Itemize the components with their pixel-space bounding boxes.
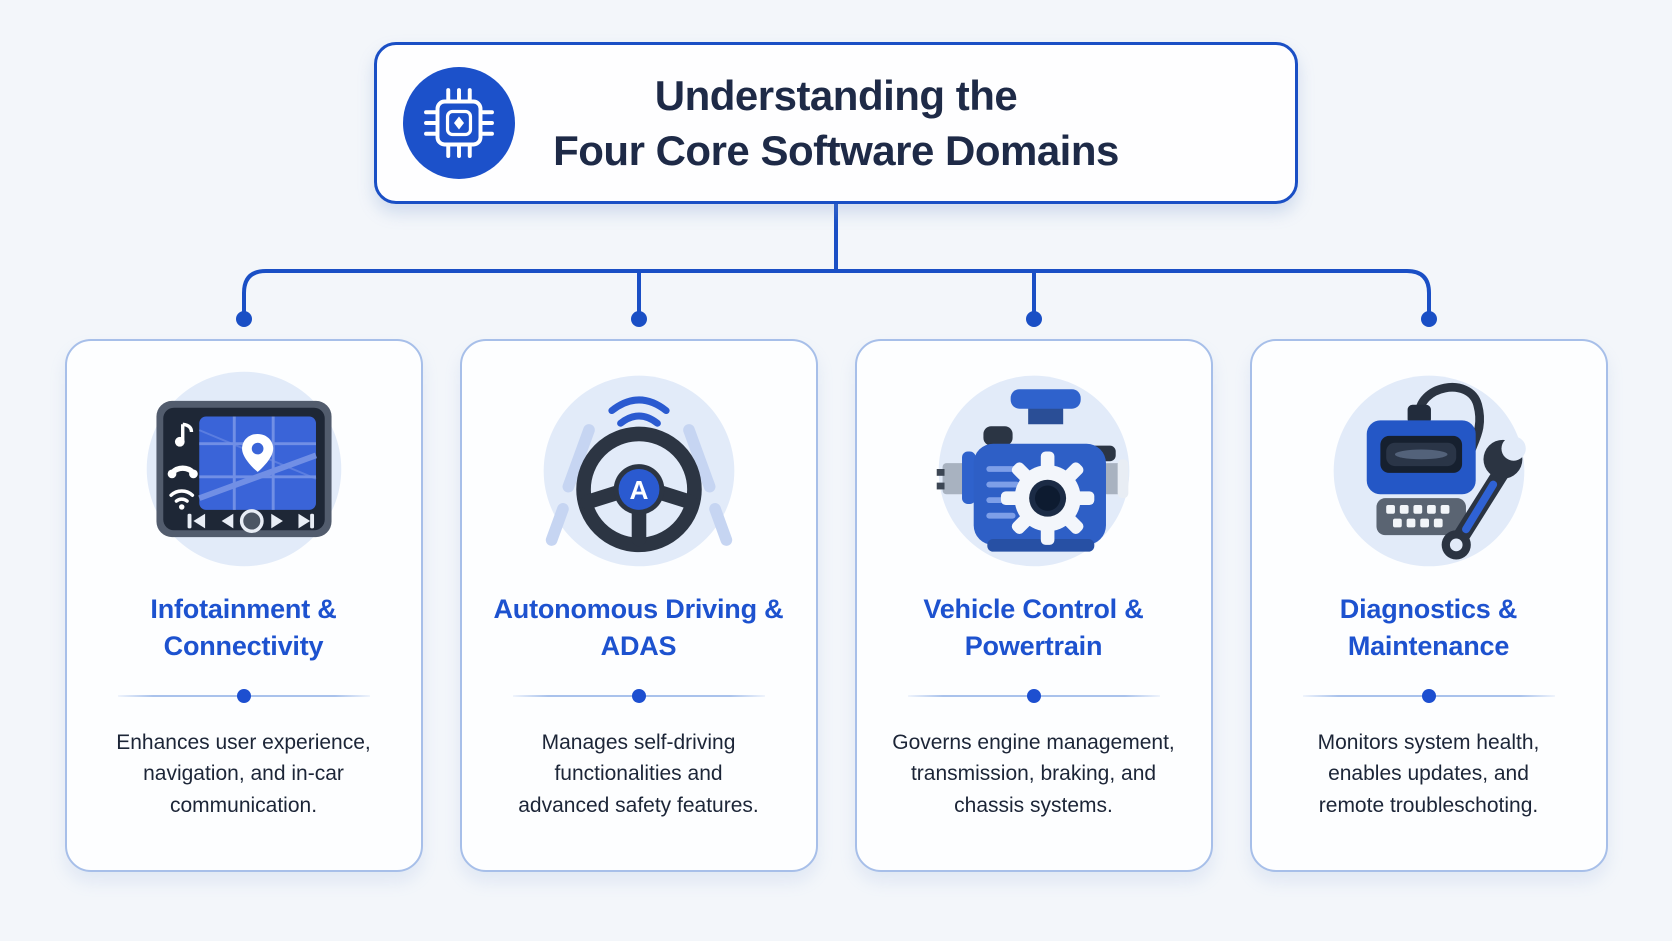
- domain-card-infotainment: Infotainment & Connectivity Enhances use…: [64, 339, 423, 872]
- card-divider: [512, 689, 765, 703]
- chip-icon: [424, 88, 494, 158]
- connector-node-dot: [1026, 311, 1042, 327]
- header-card: Understanding the Four Core Software Dom…: [374, 42, 1298, 204]
- phone-icon: [167, 465, 198, 479]
- cards-row: Infotainment & Connectivity Enhances use…: [64, 339, 1608, 872]
- wifi-icon: [168, 489, 194, 510]
- domain-card-autonomous-driving: A Autonomous Driving & ADAS Manages self…: [459, 339, 818, 872]
- chip-core-glyph: [453, 116, 465, 130]
- connector-tree: [236, 204, 1437, 327]
- card-title: Infotainment & Connectivity: [150, 594, 337, 662]
- card-divider-dot: [631, 689, 646, 703]
- card-description: Governs engine management, transmission,…: [892, 730, 1175, 817]
- road-lanes: [545, 424, 732, 546]
- steering-wheel-adas-icon: A: [543, 375, 734, 567]
- domain-card-vehicle-control: Vehicle Control & Powertrain Governs eng…: [854, 339, 1213, 872]
- infotainment-head-unit-icon: [146, 371, 341, 567]
- card-title: Vehicle Control & Powertrain: [923, 594, 1144, 662]
- card-title: Diagnostics & Maintenance: [1339, 594, 1518, 662]
- card-icon-area: [1272, 355, 1586, 583]
- card-title: Autonomous Driving & ADAS: [493, 594, 784, 662]
- wrench-icon: [1441, 436, 1526, 560]
- page-title: Understanding the Four Core Software Dom…: [553, 71, 1119, 174]
- obd-cable: [1414, 383, 1484, 458]
- obd-scanner-wrench-icon: [1333, 375, 1526, 567]
- connector-node-dot: [631, 311, 647, 327]
- autonomy-badge: [618, 469, 659, 510]
- media-controls: [187, 509, 314, 533]
- card-divider-dot: [1026, 689, 1041, 703]
- engine-gear-icon: [936, 375, 1129, 567]
- autonomy-letter: A: [629, 475, 648, 505]
- card-divider: [907, 689, 1160, 703]
- music-note-icon: [174, 422, 193, 447]
- card-icon-area: [87, 355, 401, 583]
- domain-card-diagnostics: Diagnostics & Maintenance Monitors syste…: [1249, 339, 1608, 872]
- card-divider: [1302, 689, 1555, 703]
- connector-branch: [242, 269, 1431, 316]
- card-divider: [117, 689, 370, 703]
- connector-node-dot: [236, 311, 252, 327]
- connector-node-dot: [1421, 311, 1437, 327]
- card-icon-area: [877, 355, 1191, 583]
- card-description: Enhances user experience, navigation, an…: [116, 730, 371, 817]
- card-divider-dot: [1421, 689, 1436, 703]
- card-icon-area: A: [482, 355, 796, 583]
- gear-icon: [1000, 451, 1094, 545]
- map-pin-icon: [241, 433, 273, 472]
- chip-badge: [403, 67, 515, 179]
- obd-scanner: [1366, 420, 1476, 495]
- card-divider-dot: [236, 689, 251, 703]
- obd-connector-pins: [1375, 498, 1466, 536]
- card-description: Manages self-driving functionalities and…: [518, 730, 759, 817]
- card-description: Monitors system health, enables updates,…: [1317, 730, 1540, 817]
- steering-wheel: A: [575, 426, 702, 553]
